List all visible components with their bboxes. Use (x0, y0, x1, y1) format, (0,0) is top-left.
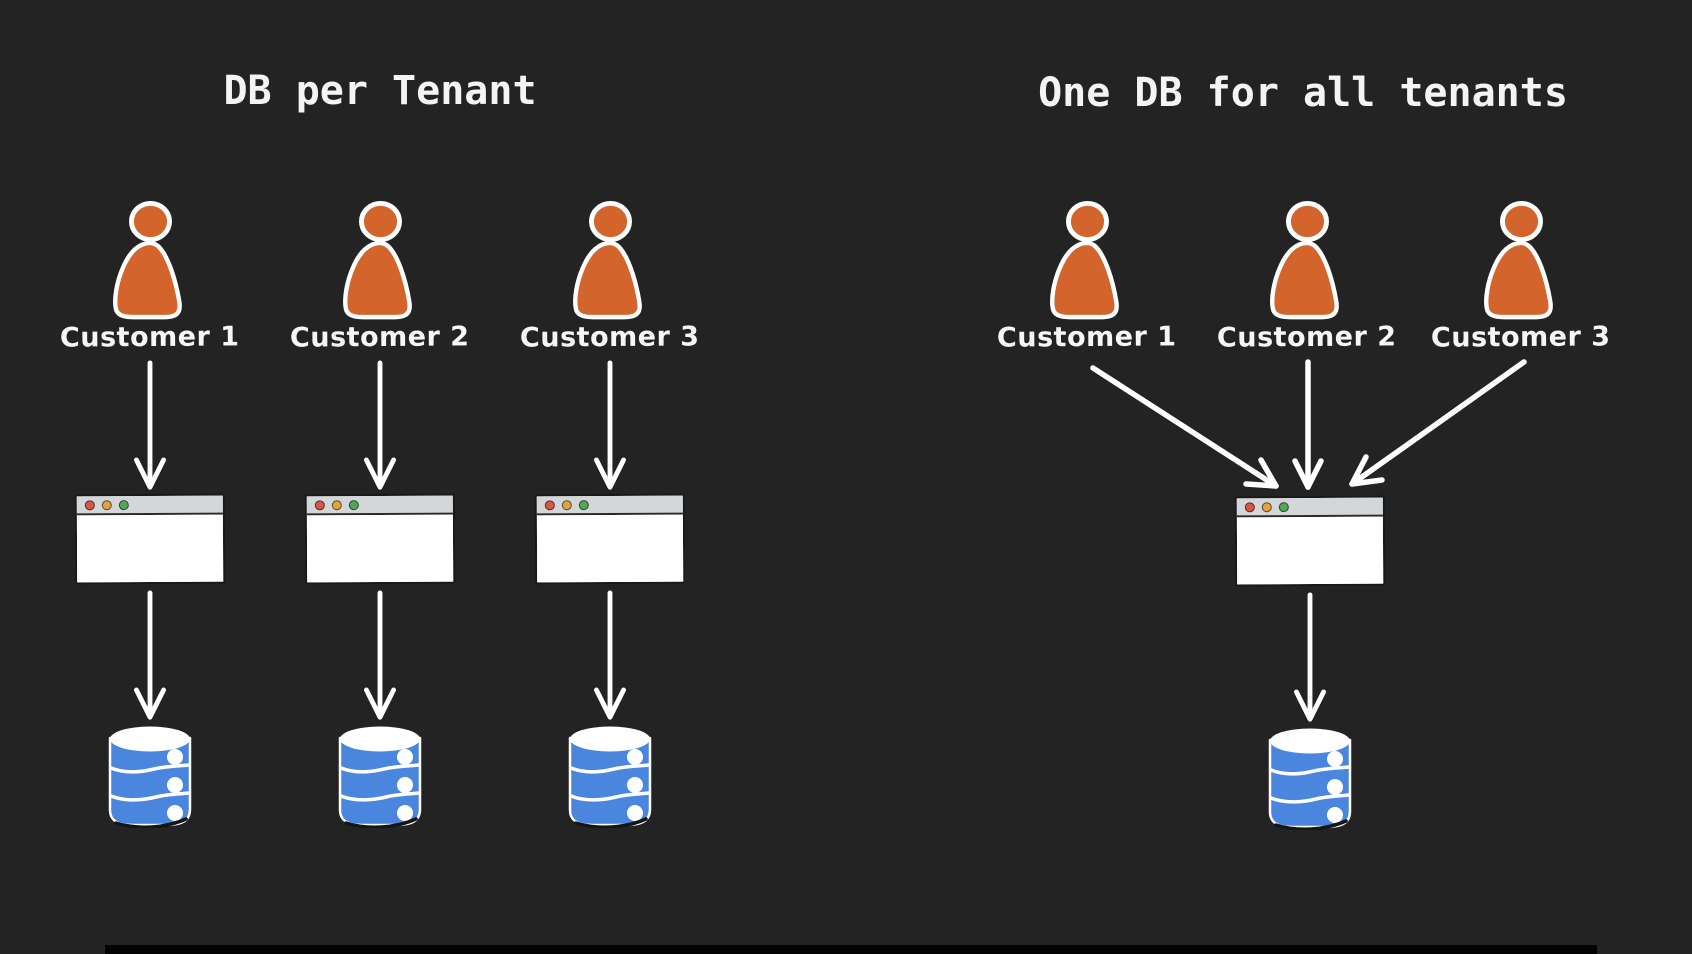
left-column-2: Customer 2 (270, 200, 490, 828)
window-dot-yellow (561, 499, 572, 510)
window-body (536, 514, 684, 583)
window-body (1236, 516, 1384, 585)
arrow-down-icon (358, 590, 402, 722)
window-dot-red (1244, 501, 1255, 512)
window-dot-yellow (331, 499, 342, 510)
window-dot-green (1278, 501, 1289, 512)
browser-window-icon (1234, 495, 1386, 587)
database-icon (564, 724, 656, 828)
customer-label: Customer 1 (60, 321, 240, 354)
database-icon (334, 724, 426, 828)
browser-window-icon (534, 493, 686, 585)
arrow-down-icon (128, 360, 172, 492)
window-dot-red (84, 499, 95, 510)
bottom-edge-strip (105, 945, 1597, 954)
customer-label: Customer 2 (290, 321, 470, 354)
left-diagram-title: DB per Tenant (223, 68, 537, 114)
person-icon (1042, 200, 1132, 322)
person-icon (105, 200, 195, 322)
window-dot-green (348, 499, 359, 510)
arrow-down-icon (588, 360, 632, 492)
window-titlebar (306, 495, 453, 516)
left-column-3: Customer 3 (500, 200, 720, 828)
window-dot-red (544, 499, 555, 510)
person-icon (1476, 200, 1566, 322)
window-titlebar (1236, 497, 1383, 518)
person-icon (565, 200, 655, 322)
window-body (306, 514, 454, 583)
arrow-down-icon (588, 590, 632, 722)
arrow-down-icon (358, 360, 402, 492)
arrow-down-icon (128, 590, 172, 722)
browser-window-icon (304, 493, 456, 585)
person-icon (1262, 200, 1352, 322)
right-customer-1: Customer 1 (977, 200, 1197, 354)
window-dot-red (314, 499, 325, 510)
arrow-down-icon (1288, 592, 1332, 724)
right-customer-3: Customer 3 (1411, 200, 1631, 354)
right-shared-stack (1200, 494, 1420, 830)
right-customer-2: Customer 2 (1197, 200, 1417, 354)
converging-arrows (1090, 359, 1527, 490)
database-icon (1264, 726, 1356, 830)
database-icon (104, 724, 196, 828)
window-titlebar (536, 495, 683, 516)
window-dot-green (578, 499, 589, 510)
window-titlebar (76, 495, 223, 516)
window-dot-green (118, 499, 129, 510)
window-body (76, 514, 224, 583)
person-icon (335, 200, 425, 322)
window-dot-yellow (1261, 501, 1272, 512)
left-column-1: Customer 1 (40, 200, 260, 828)
customer-label: Customer 3 (520, 321, 700, 354)
window-dot-yellow (101, 499, 112, 510)
browser-window-icon (74, 493, 226, 585)
right-diagram-title: One DB for all tenants (1038, 70, 1568, 116)
